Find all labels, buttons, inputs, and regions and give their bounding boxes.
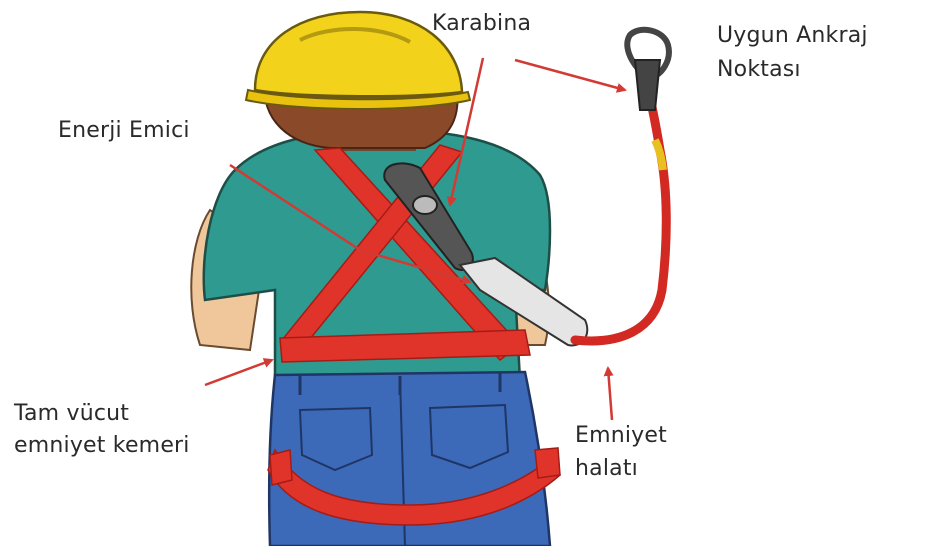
label-energy-absorber: Enerji Emici: [58, 117, 190, 145]
label-lanyard-line2: halatı: [575, 455, 638, 483]
label-anchor-line1: Uygun Ankraj: [717, 22, 868, 50]
label-anchor-line2: Noktası: [717, 56, 801, 84]
helmet: [255, 12, 462, 96]
anchor-carabiner: [627, 30, 669, 110]
label-karabina: Karabina: [432, 10, 531, 38]
label-lanyard-line1: Emniyet: [575, 422, 667, 450]
lanyard: [575, 80, 666, 341]
label-harness-line2: emniyet kemeri: [14, 432, 190, 460]
label-harness-line1: Tam vücut: [14, 400, 129, 428]
